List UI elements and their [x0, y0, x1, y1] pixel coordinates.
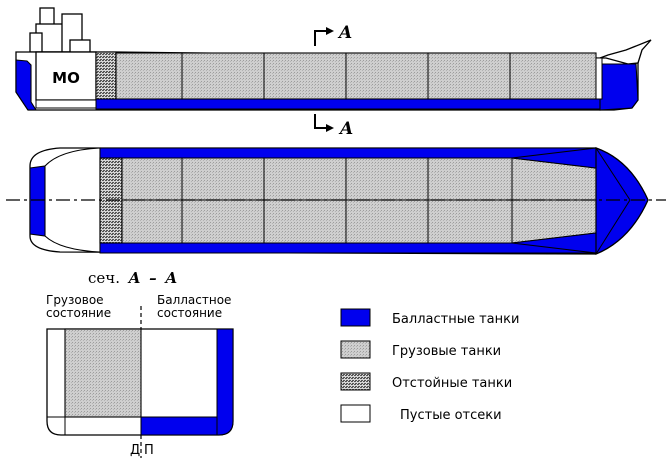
- double-bottom-ballast: [95, 98, 601, 110]
- section-view: сеч. A – A Грузовое состояние Балластное…: [46, 269, 234, 458]
- superstructure: [29, 7, 91, 55]
- legend-swatch-empty: [340, 404, 371, 423]
- right-condition-label-1: Балластное: [157, 293, 231, 307]
- left-condition-label-1: Грузовое: [46, 293, 104, 307]
- left-condition-label-2: состояние: [46, 306, 111, 320]
- legend-swatch-ballast: [340, 308, 371, 327]
- legend-item-cargo: Грузовые танки: [340, 340, 501, 359]
- right-condition-label-2: состояние: [157, 306, 222, 320]
- engine-room-label: МО: [52, 69, 80, 87]
- legend-label-cargo: Грузовые танки: [392, 344, 501, 359]
- stern-ballast-plan: [29, 165, 46, 237]
- aft-peak-ballast: [15, 59, 37, 111]
- legend-item-empty: Пустые отсеки: [340, 404, 502, 423]
- legend-label-ballast: Балластные танки: [392, 312, 519, 327]
- centerline-label-d: Д: [130, 443, 140, 458]
- legend-item-slop: Отстойные танки: [340, 372, 512, 391]
- section-wing-ballast: [216, 328, 234, 436]
- legend-swatch-slop: [340, 372, 371, 391]
- section-mark-bottom: A: [338, 119, 353, 139]
- section-cargo-tank: [64, 328, 142, 418]
- section-mark-top: A: [337, 23, 352, 43]
- engine-room: [35, 51, 97, 101]
- section-title: сеч. A – A: [88, 269, 177, 287]
- fore-peak-ballast: [599, 63, 639, 111]
- section-double-bottom-ballast: [140, 416, 218, 436]
- fore-peak-ballast-plan: [595, 147, 649, 255]
- slop-tank-profile: [95, 51, 117, 101]
- legend-item-ballast: Балластные танки: [340, 308, 519, 327]
- legend-label-slop: Отстойные танки: [392, 376, 512, 391]
- cargo-tanks-profile: [115, 52, 597, 100]
- bow-sheer: [599, 39, 652, 64]
- legend-label-empty: Пустые отсеки: [400, 408, 502, 423]
- legend-swatch-cargo: [340, 340, 371, 359]
- legend: Балластные танки Грузовые танки Отстойны…: [340, 308, 519, 423]
- section-arrow-bottom: A: [314, 114, 353, 139]
- plan-view: [6, 147, 666, 255]
- section-arrow-top: A: [314, 23, 352, 46]
- profile-view: МО A A: [15, 7, 652, 139]
- centerline-label-p: П: [144, 443, 154, 458]
